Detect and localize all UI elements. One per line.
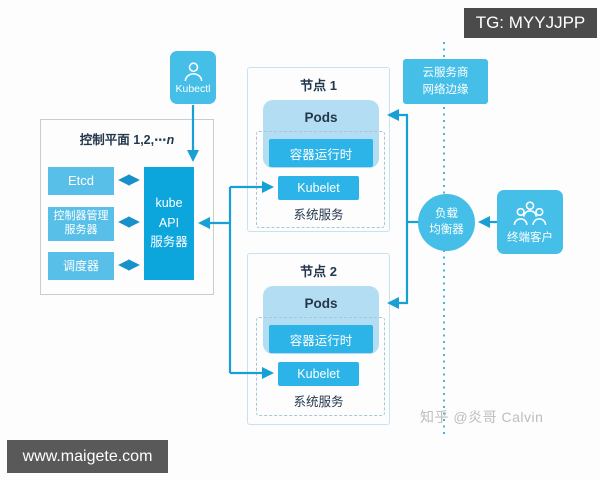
tg-badge-label: TG: MYYJJPP bbox=[475, 13, 586, 32]
node1-services-label: 系统服务 bbox=[293, 208, 344, 222]
users-group-icon bbox=[513, 200, 547, 225]
node2-container-runtime-box: 容器运行时 bbox=[269, 325, 373, 353]
tg-watermark-badge: TG: MYYJJPP bbox=[464, 8, 597, 38]
node2-system-services-box bbox=[256, 317, 385, 416]
node1-system-services-box bbox=[256, 131, 385, 228]
node1-title: 节点 1 bbox=[300, 78, 337, 93]
scheduler-box: 调度器 bbox=[48, 252, 114, 280]
arrow-lb-to-node1-pods bbox=[386, 108, 409, 222]
kubectl-box: Kubectl bbox=[170, 51, 216, 104]
node1-pods-label: Pods bbox=[304, 110, 338, 125]
node2-title: 节点 2 bbox=[300, 264, 337, 279]
node1-kubelet-box: Kubelet bbox=[278, 176, 359, 200]
controller-manager-box: 控制器管理 服务器 bbox=[48, 207, 114, 241]
end-users-box: 终端客户 bbox=[497, 190, 563, 254]
site-url-bar: www.maigete.com bbox=[7, 440, 168, 473]
node1-container-runtime-box: 容器运行时 bbox=[269, 139, 373, 167]
kubectl-label: Kubectl bbox=[175, 82, 211, 95]
node2-kubelet-box: Kubelet bbox=[278, 362, 359, 386]
kube-api-server-box: kube API 服务器 bbox=[144, 167, 194, 280]
cloud-provider-edge-box: 云服务商 网络边缘 bbox=[403, 59, 488, 104]
node1-box: 节点 1 Pods 容器运行时 Kubelet 系统服务 bbox=[247, 67, 390, 232]
etcd-box: Etcd bbox=[48, 167, 114, 195]
arrow-lb-to-node2-pods bbox=[386, 222, 409, 310]
load-balancer-circle: 负载 均衡器 bbox=[418, 194, 475, 251]
control-plane-box: 控制平面 1,2,⋯n Etcd 控制器管理 服务器 调度器 kube API … bbox=[40, 119, 214, 295]
node2-box: 节点 2 Pods 容器运行时 Kubelet 系统服务 bbox=[247, 253, 390, 425]
zhihu-watermark: 知乎 @炎哥 Calvin bbox=[420, 409, 544, 425]
site-url-label: www.maigete.com bbox=[22, 447, 153, 465]
end-users-label: 终端客户 bbox=[507, 231, 553, 244]
user-icon bbox=[184, 61, 202, 81]
node2-services-label: 系统服务 bbox=[293, 395, 344, 409]
node2-pods-label: Pods bbox=[304, 296, 338, 311]
control-plane-title: 控制平面 1,2,⋯n bbox=[79, 133, 175, 147]
